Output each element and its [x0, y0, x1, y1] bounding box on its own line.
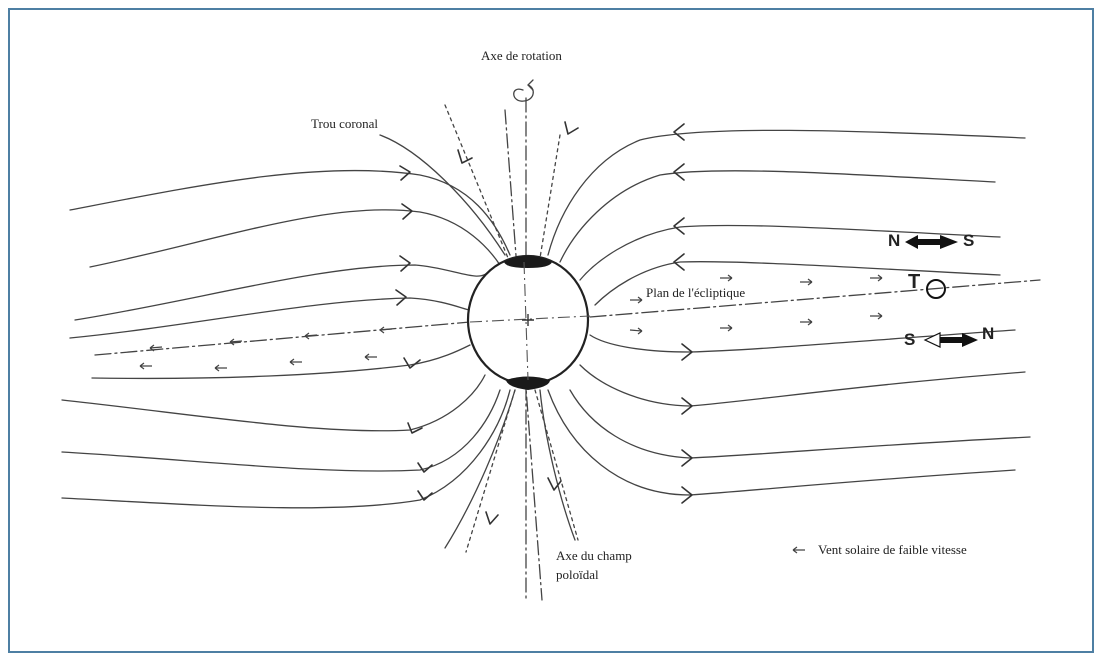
polarity-s-top: S [963, 231, 975, 250]
field-line [569, 389, 1031, 459]
arrowhead [564, 121, 579, 135]
rotation-axis-label: Axe de rotation [481, 48, 562, 63]
arrowhead [673, 253, 685, 271]
field-line [61, 374, 486, 432]
coronal-hole-line-bottom-right [534, 389, 579, 541]
field-line [61, 389, 501, 472]
field-line [559, 170, 996, 263]
arrowhead [417, 462, 433, 473]
slow-wind-arrow [870, 312, 883, 320]
field-line [594, 261, 1001, 306]
arrowhead [403, 357, 421, 369]
slow-wind-arrow [229, 338, 243, 346]
arrowhead [395, 289, 407, 306]
arrowhead [457, 149, 473, 164]
polarity-n-bottom: N [982, 324, 995, 343]
field-line [547, 389, 1016, 496]
ecliptic-line-left [94, 321, 471, 356]
slow-wind-legend-label: Vent solaire de faible vitesse [818, 542, 967, 557]
slow-wind-arrow [720, 324, 733, 332]
slow-wind-arrow [139, 362, 152, 370]
arrowhead [681, 486, 693, 504]
arrowhead [681, 343, 693, 361]
field-line [444, 389, 516, 549]
arrowhead [673, 163, 685, 181]
arrowhead [547, 477, 562, 491]
arrowhead [673, 123, 685, 141]
arrowhead [417, 490, 433, 501]
arrowhead [681, 397, 693, 415]
polarity-n-top: N [888, 231, 901, 250]
sun [466, 254, 591, 390]
arrowhead [399, 255, 411, 272]
slow-wind-arrow [379, 326, 393, 334]
coronal-hole-label: Trou coronal [311, 116, 379, 131]
north-south-arrow [905, 235, 958, 249]
arrowhead [673, 217, 685, 235]
field-line [69, 169, 511, 256]
field-line [89, 209, 501, 268]
ecliptic-plane-label: Plan de l'écliptique [646, 285, 746, 300]
coronal-hole-line-right [539, 134, 561, 259]
arrowhead [399, 165, 411, 181]
poloidal-axis-label-line1: Axe du champ [556, 548, 632, 563]
polarity-s-bottom: S [904, 330, 916, 349]
ecliptic-line-right [589, 279, 1041, 318]
field-line [539, 389, 576, 541]
poloidal-axis-label-line2: poloïdal [556, 567, 599, 582]
legend-slow-wind-arrow [792, 546, 805, 554]
polarity-t-mark: T [908, 271, 921, 293]
o-circle [926, 279, 946, 299]
slow-wind-arrow [214, 364, 227, 372]
field-line [69, 297, 471, 339]
field-line [61, 389, 511, 509]
field-line [91, 344, 471, 380]
slow-wind-arrow [800, 278, 813, 286]
field-line [547, 129, 1026, 256]
slow-wind-arrow [630, 296, 643, 304]
field-line [379, 134, 506, 256]
slow-wind-arrow [364, 353, 377, 361]
arrowhead [407, 422, 423, 434]
arrowhead [485, 511, 499, 525]
slow-wind-arrow [720, 274, 733, 282]
arrowhead [681, 449, 693, 467]
slow-wind-arrow [629, 327, 643, 335]
slow-wind-arrow [870, 274, 883, 282]
field-line [579, 224, 1001, 281]
field-line [589, 329, 1016, 353]
south-coronal-hole-cap [506, 376, 550, 390]
coronal-hole-line-left [444, 104, 509, 259]
slow-wind-arrow [149, 344, 163, 352]
slow-wind-arrow [304, 332, 318, 340]
polarity-arrows [905, 235, 978, 348]
slow-wind-arrow [800, 318, 813, 326]
north-coronal-hole-cap [504, 256, 552, 268]
slow-wind-arrow [289, 358, 302, 366]
arrowhead [401, 203, 413, 220]
field-line [74, 264, 491, 321]
field-line [579, 364, 1026, 407]
